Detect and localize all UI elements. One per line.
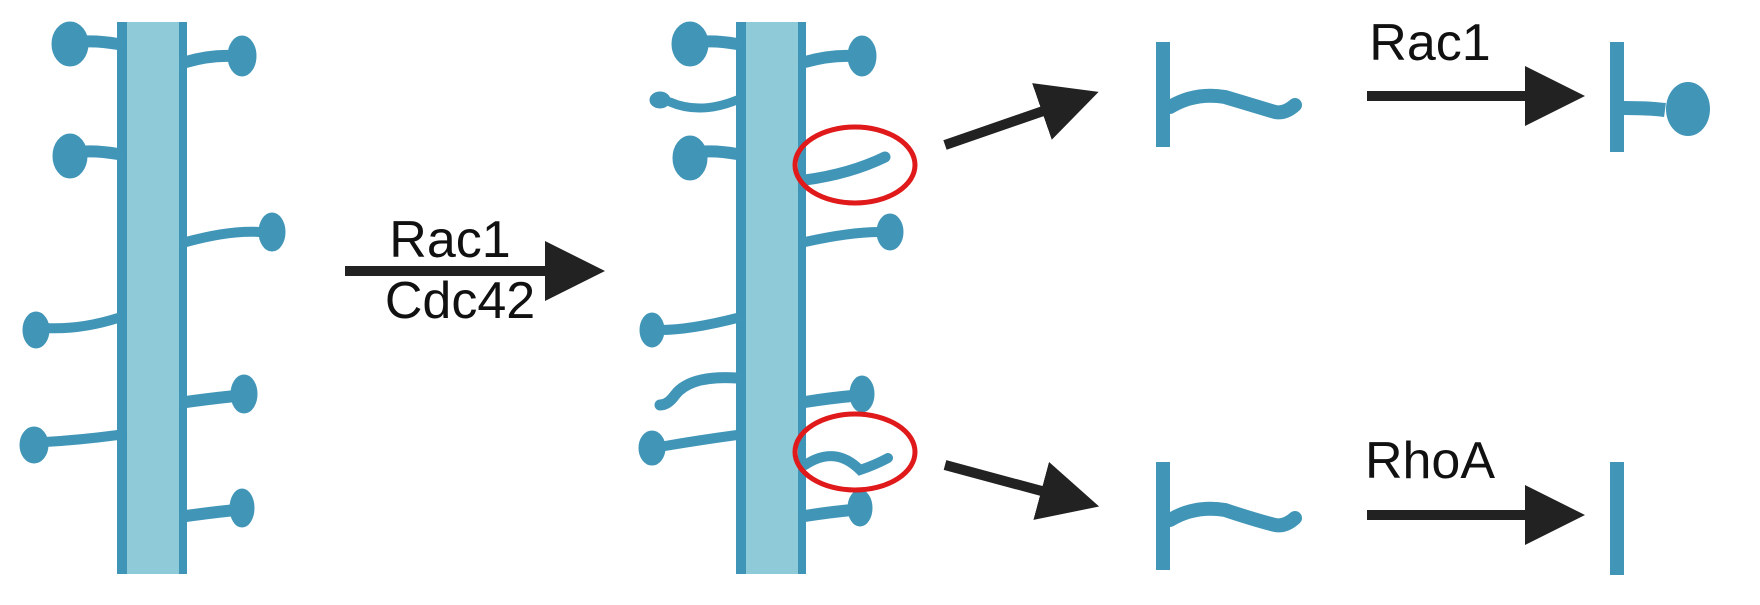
filopodium: [665, 95, 742, 113]
arrow-to-top-branch: [943, 83, 1099, 150]
spine-neck: [655, 313, 742, 335]
spine-neck: [799, 504, 858, 522]
arrow-step1: Rac1 Cdc42: [345, 211, 605, 330]
spine-neck: [40, 430, 123, 447]
spine-neck: [180, 49, 238, 68]
filopodium: [654, 372, 743, 411]
dendrite-core: [127, 22, 179, 574]
spine-neck: [180, 390, 242, 408]
filopodium: [1163, 501, 1302, 533]
spine-head: [849, 375, 875, 413]
filopodium: [1163, 88, 1302, 120]
spine-head: [258, 212, 286, 252]
label-rhoa: RhoA: [1365, 432, 1495, 490]
spine-neck: [660, 430, 742, 451]
spine-head: [847, 489, 873, 527]
label-rac1: Rac1: [389, 211, 510, 269]
label-cdc42: Cdc42: [385, 272, 535, 330]
highlight-circle-bottom: [792, 411, 918, 493]
highlight-circle-top: [792, 124, 918, 206]
spine-head: [671, 21, 709, 67]
spine-head: [1666, 82, 1710, 136]
spine-head: [51, 21, 89, 67]
dendrite-core: [746, 22, 798, 574]
spine-head: [639, 312, 665, 348]
spine-neck: [1623, 101, 1666, 117]
spine-head: [52, 133, 88, 179]
dendrite-middle: [638, 21, 918, 574]
bottom-branch: RhoA: [1156, 432, 1624, 575]
spine-head: [22, 311, 50, 349]
spine-neck: [799, 390, 858, 408]
filopodium: [799, 151, 891, 186]
spine-neck: [181, 226, 265, 247]
arrow-to-bottom-branch: [943, 460, 1100, 520]
spine-neck: [799, 49, 858, 68]
spine-head: [876, 213, 904, 251]
spine-head: [229, 488, 255, 528]
spine-head: [847, 35, 877, 77]
spine-neck: [180, 504, 242, 522]
dendrite-left: [19, 21, 286, 574]
spine-neck: [40, 313, 123, 334]
label-rac1-branch: Rac1: [1369, 14, 1490, 72]
filopodium: [800, 451, 893, 476]
spine-head: [19, 426, 49, 464]
spine-neck: [800, 227, 885, 247]
spine-head: [230, 374, 258, 414]
spine-head: [227, 35, 257, 77]
spine-head: [638, 430, 666, 466]
top-branch: Rac1: [1156, 14, 1710, 152]
filopodium-tip: [649, 91, 671, 109]
spine-head: [672, 135, 708, 181]
